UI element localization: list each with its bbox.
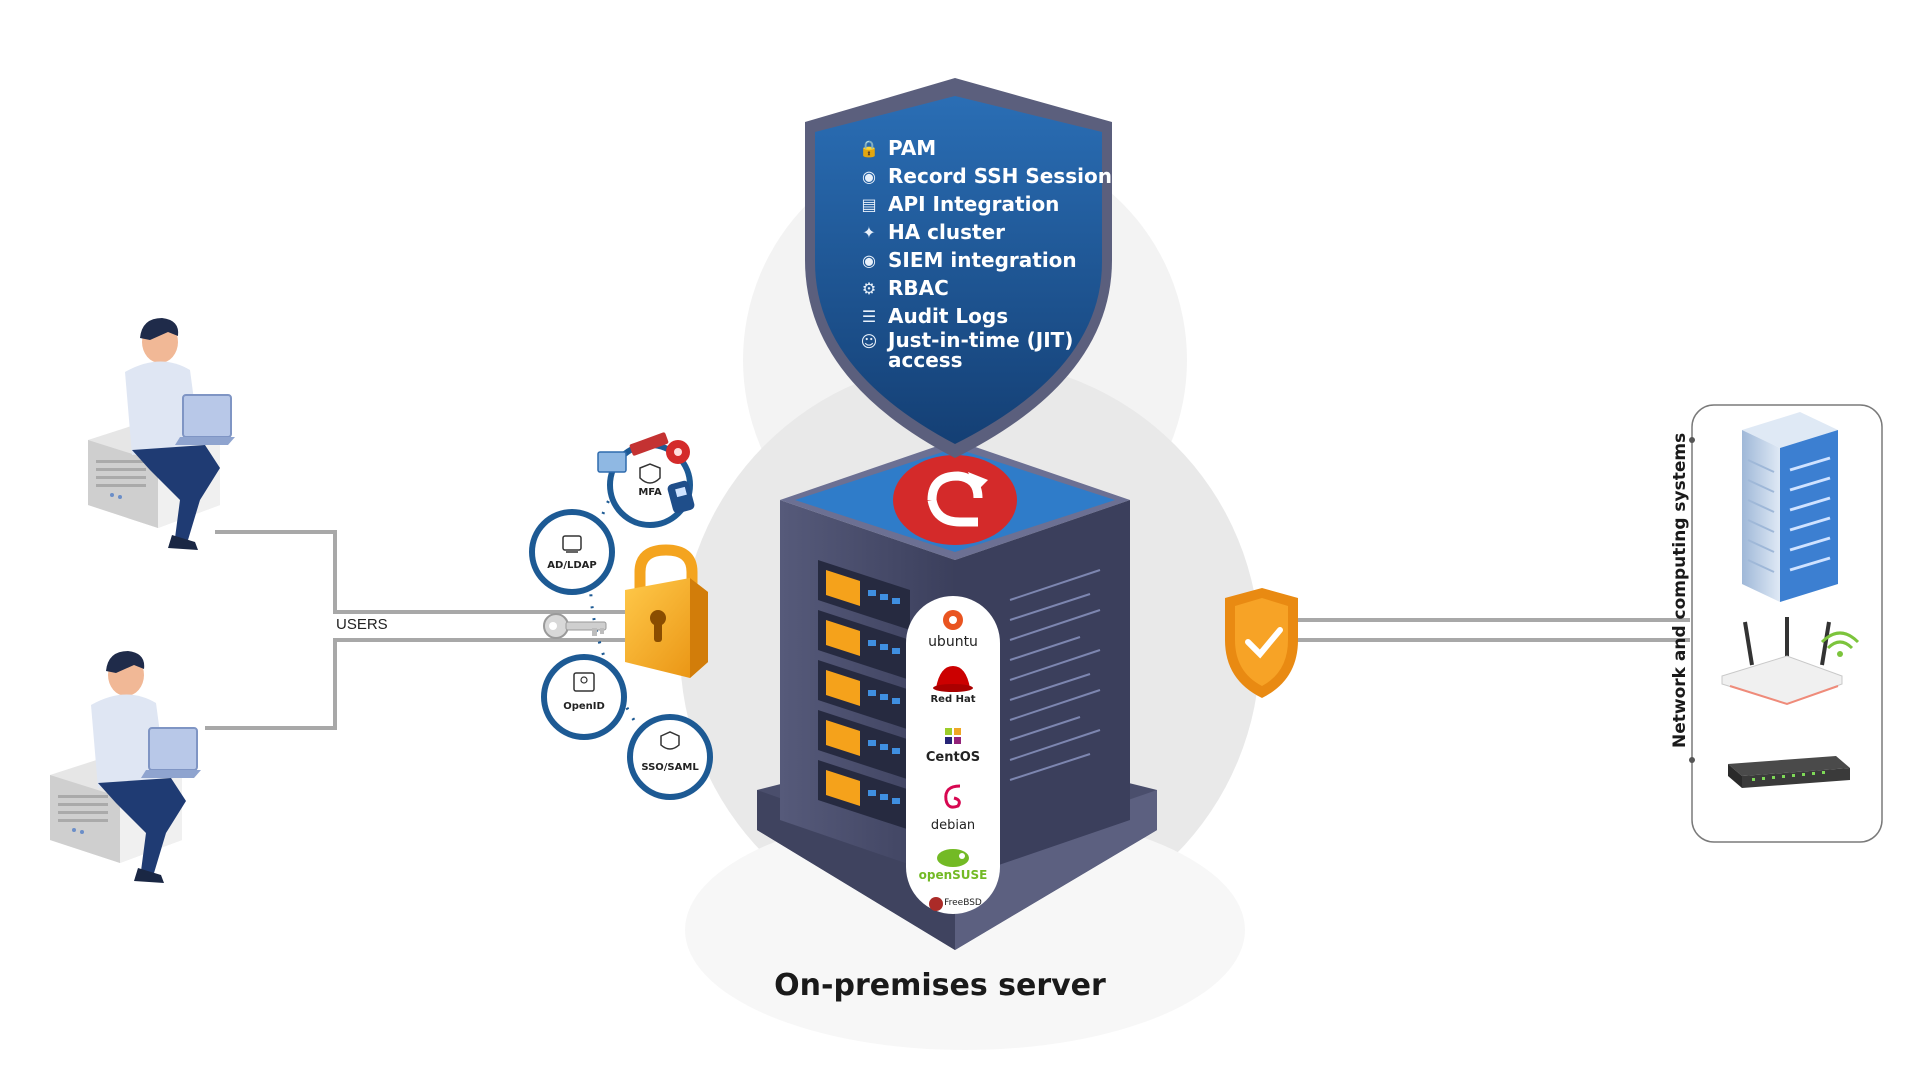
feature-audit-logs: ☰ Audit Logs bbox=[858, 302, 1158, 330]
auth-mfa-circle[interactable] bbox=[597, 432, 696, 528]
auth-label-openid: OpenID bbox=[563, 701, 605, 712]
siem-icon: ◉ bbox=[862, 250, 876, 270]
users-label: USERS bbox=[336, 616, 388, 633]
distro-ubuntu: ubuntu bbox=[928, 634, 978, 650]
security-check-icon bbox=[1225, 588, 1298, 698]
feature-label: PAM bbox=[888, 136, 937, 160]
distro-debian: debian bbox=[930, 818, 976, 833]
auth-dotted-arc bbox=[588, 479, 662, 761]
log-icon: ☰ bbox=[861, 306, 877, 326]
auth-openid-circle[interactable] bbox=[541, 654, 627, 740]
feature-list: 🔒 PAM ◉ Record SSH Sessions ▤ API Integr… bbox=[858, 134, 1158, 374]
distro-opensuse: openSUSE bbox=[918, 868, 988, 882]
feature-label: API Integration bbox=[888, 192, 1060, 216]
cluster-icon: ✦ bbox=[862, 222, 876, 242]
product-logo-icon bbox=[893, 455, 1017, 545]
network-connector-lines bbox=[1290, 618, 1690, 642]
auth-sso-circle[interactable] bbox=[627, 714, 713, 800]
padlock-icon bbox=[625, 544, 708, 678]
debian-icon bbox=[944, 784, 961, 809]
network-switch-icon bbox=[1728, 756, 1850, 788]
centos-icon bbox=[945, 728, 961, 744]
network-systems-label: Network and computing systems bbox=[1670, 432, 1690, 748]
redhat-icon bbox=[933, 666, 973, 692]
feature-label: Record SSH Sessions bbox=[888, 164, 1124, 188]
feature-label: Audit Logs bbox=[888, 304, 1009, 328]
auth-label-mfa: MFA bbox=[638, 487, 662, 498]
user-workstation-top bbox=[88, 318, 235, 550]
feature-siem: ◉ SIEM integration bbox=[858, 246, 1158, 274]
distro-freebsd: FreeBSD bbox=[944, 898, 982, 908]
auth-adldap-circle[interactable] bbox=[529, 509, 615, 595]
ubuntu-icon bbox=[943, 610, 963, 630]
distro-redhat: Red Hat bbox=[930, 694, 976, 705]
server-title: On-premises server bbox=[774, 968, 1106, 1003]
auth-label-adldap: AD/LDAP bbox=[547, 560, 597, 571]
freebsd-icon bbox=[929, 897, 943, 911]
key-icon bbox=[543, 613, 607, 639]
feature-jit: ☺ Just-in-time (JIT) access bbox=[858, 330, 1158, 374]
features-shield bbox=[805, 78, 1112, 458]
lock-icon: 🔒 bbox=[859, 138, 879, 158]
feature-label: SIEM integration bbox=[888, 248, 1077, 272]
camera-icon: ◉ bbox=[862, 166, 876, 186]
person-bottom bbox=[91, 651, 201, 883]
user-workstation-bottom bbox=[50, 651, 201, 883]
feature-label: HA cluster bbox=[888, 220, 1006, 244]
feature-label: RBAC bbox=[888, 276, 949, 300]
server-vents bbox=[1009, 569, 1101, 781]
api-icon: ▤ bbox=[861, 194, 877, 214]
feature-pam: 🔒 PAM bbox=[858, 134, 1158, 162]
distro-centos: CentOS bbox=[925, 750, 981, 765]
auth-label-sso: SSO/SAML bbox=[641, 762, 699, 773]
server-rack-icon bbox=[1742, 412, 1838, 602]
person-top bbox=[125, 318, 235, 550]
feature-rbac: ⚙ RBAC bbox=[858, 274, 1158, 302]
wifi-router-icon bbox=[1721, 617, 1860, 706]
distro-panel bbox=[906, 596, 1000, 914]
drive-bays bbox=[818, 560, 910, 830]
feature-api: ▤ API Integration bbox=[858, 190, 1158, 218]
user-connector-lines bbox=[205, 530, 640, 730]
feature-label: Just-in-time (JIT) access bbox=[888, 328, 1074, 372]
box-dot-bottom bbox=[1689, 757, 1695, 763]
feature-record-ssh: ◉ Record SSH Sessions bbox=[858, 162, 1158, 190]
gear-users-icon: ⚙ bbox=[861, 278, 877, 298]
feature-ha-cluster: ✦ HA cluster bbox=[858, 218, 1158, 246]
opensuse-icon bbox=[937, 849, 969, 867]
server-tower bbox=[780, 440, 1130, 880]
box-dot-top bbox=[1689, 437, 1695, 443]
user-clock-icon: ☺ bbox=[860, 331, 878, 351]
